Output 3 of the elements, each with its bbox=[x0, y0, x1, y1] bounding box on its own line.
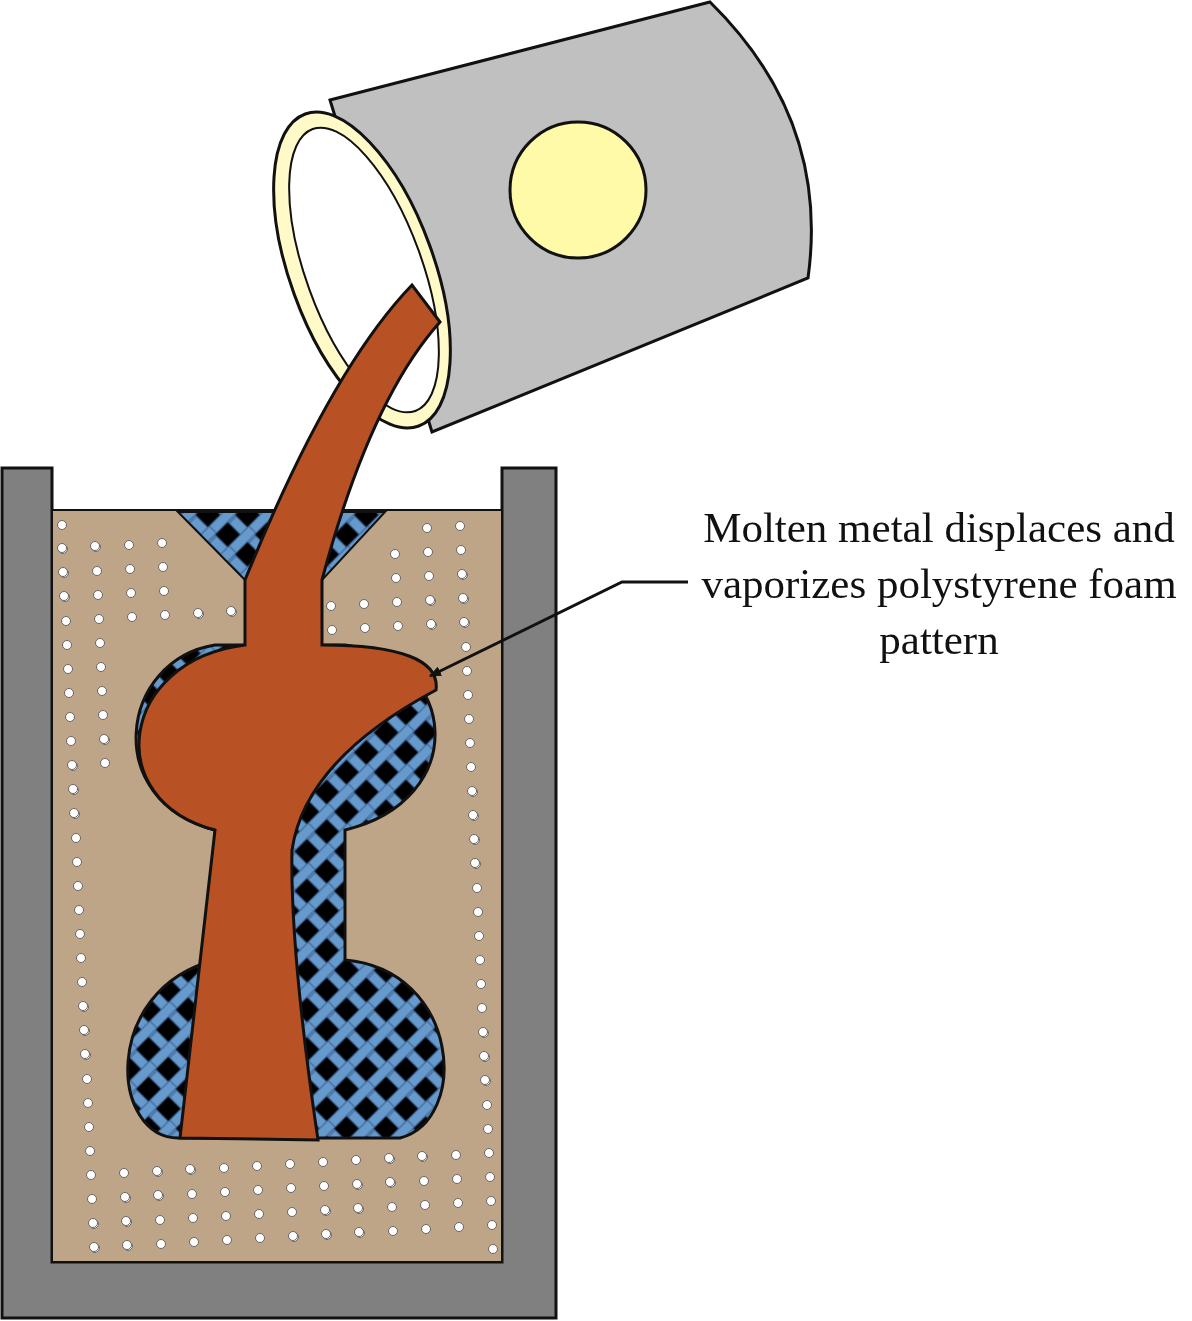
callout-text: Molten metal displaces and vaporizes polystyrene foam pattern bbox=[686, 500, 1192, 668]
molten-metal-stream bbox=[137, 283, 442, 1142]
leader-line bbox=[429, 580, 688, 678]
